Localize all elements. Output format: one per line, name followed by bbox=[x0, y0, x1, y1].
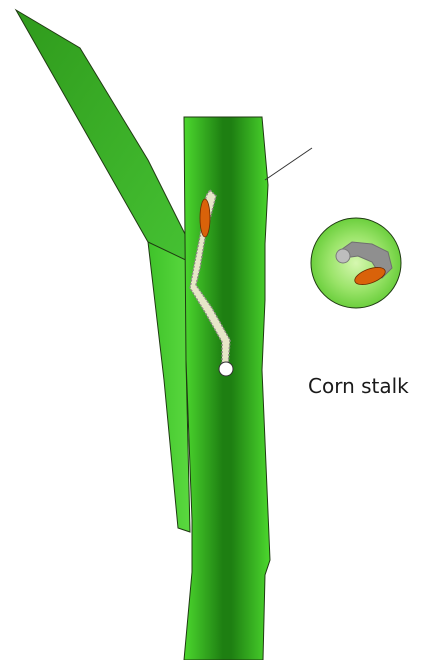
larva-icon bbox=[200, 199, 210, 237]
corn-stalk-label: Corn stalk bbox=[308, 374, 409, 398]
leaf-sheath bbox=[148, 242, 190, 532]
entry-hole bbox=[219, 362, 233, 376]
upper-leaf bbox=[16, 10, 190, 268]
magnified-inset-icon bbox=[311, 218, 401, 308]
callout-line bbox=[265, 148, 312, 180]
inset-entry-hole bbox=[336, 249, 350, 263]
stalk bbox=[184, 117, 270, 660]
